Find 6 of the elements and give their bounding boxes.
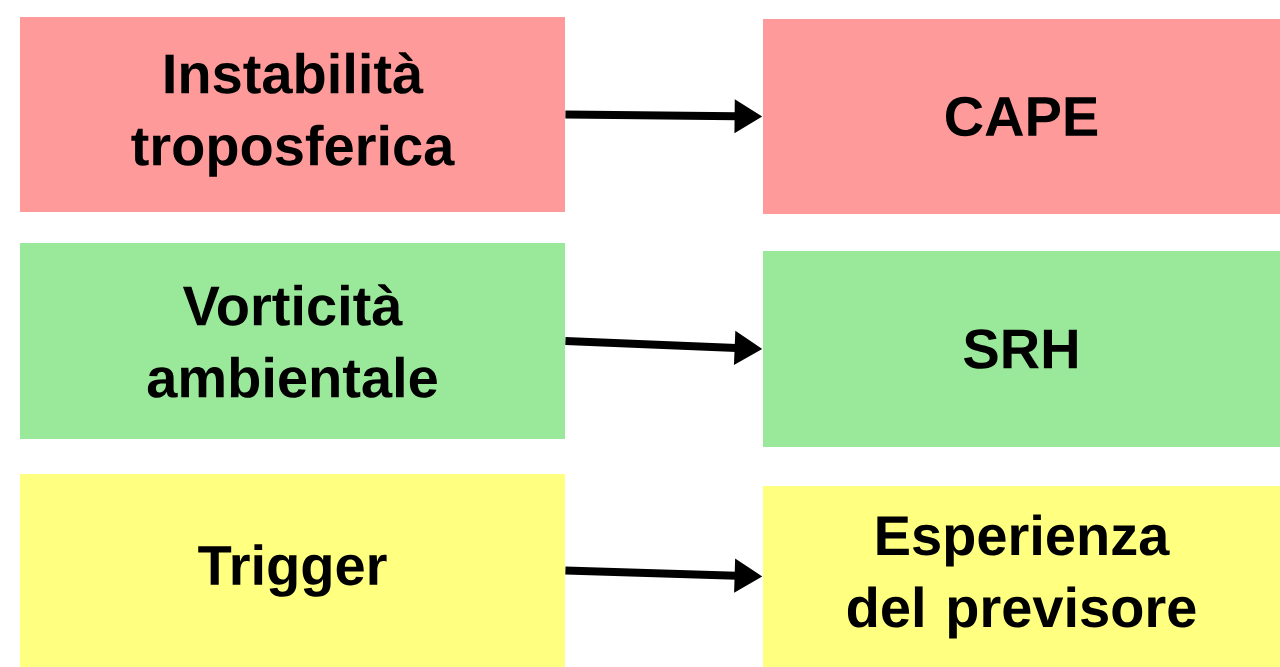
process-box: CAPE	[763, 19, 1280, 214]
process-box: SRH	[763, 251, 1280, 447]
process-box: Vorticità ambientale	[20, 243, 565, 439]
process-box: Instabilità troposferica	[20, 17, 565, 212]
process-box: Esperienza del previsore	[763, 486, 1280, 667]
process-box: Trigger	[20, 474, 565, 667]
